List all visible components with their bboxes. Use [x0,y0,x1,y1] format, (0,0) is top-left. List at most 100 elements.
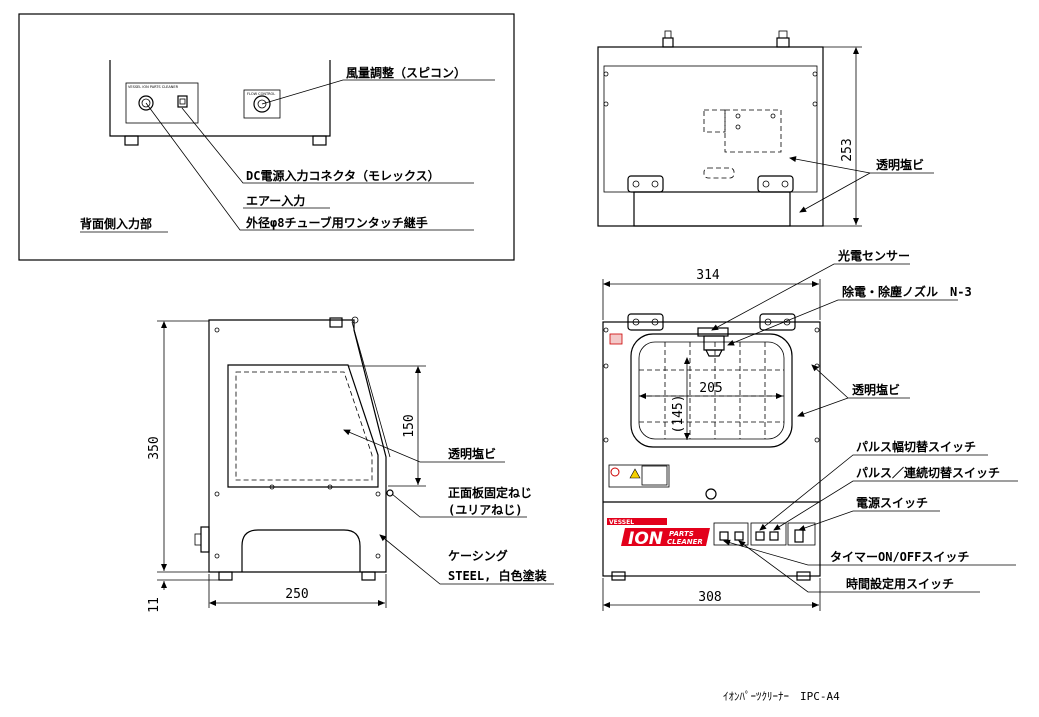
rear-foot-right [312,135,327,146]
side-screw-c [214,553,220,559]
side-pvc-edge [351,321,391,458]
top-hinge-left-screw-a [632,180,640,188]
top-fitting-right [776,37,790,48]
callout-pulse-continuous: パルス／連続切替スイッチ [856,465,1000,480]
front-hinge-left [627,313,664,331]
air-fitting-inner [141,98,151,108]
power-switch [794,529,804,543]
speed-control-plate [243,89,281,119]
side-screw-d [375,491,381,497]
side-rear-fitting [200,526,210,553]
callout-top-pvc: 透明塩ビ [876,157,924,172]
side-window [227,364,379,488]
callout-front-screw-line1: 正面板固定ねじ [448,485,532,500]
dim-253-text: 253 [840,138,855,161]
plate-label-text: VESSEL ION PARTS CLEANER [128,85,179,89]
caution-triangle-icon [629,468,641,479]
model-footer: ｲｵﾝﾊﾟｰﾂｸﾘｰﾅｰ IPC-A4 [723,690,840,703]
top-screw-d [603,71,609,77]
top-fitting-right-tip [778,30,788,39]
top-hidden-slot [703,167,735,179]
leader-photo-sensor [711,263,910,331]
leader-dc-connector [181,107,474,184]
side-top-fitting [329,317,343,328]
speed-control-knob [253,95,271,113]
rear-body-outline [109,60,331,137]
front-screw-d [814,363,820,369]
leader-top-pvc-b [799,172,871,213]
dim-308-text: 308 [698,590,721,605]
callout-air-input-line2: 外径φ8チューブ用ワンタッチ継手 [246,215,428,230]
callout-speed-control: 風量調整（スピコン） [346,65,466,80]
leader-nozzle [727,299,958,346]
dc-connector-pin [179,98,186,105]
side-hinge-a [269,484,275,490]
leader-casing [379,534,554,585]
top-pvc-panel [603,65,818,193]
callout-timer: タイマーON/OFFスイッチ [830,550,969,564]
dim-150-text: 150 [402,414,417,437]
dim-350-text: 350 [147,436,162,459]
side-foot-left [218,571,233,581]
top-hinge-right-screw-a [762,180,770,188]
time-setting-switch [734,531,744,541]
top-hinge-left [627,175,664,193]
brand-logo-text: ION [628,529,663,549]
front-panel-screw [705,488,717,500]
top-view: 253 透明塩ビ [597,30,934,227]
front-hinge-left-screw-a [632,318,640,326]
warning-icon-top [609,333,623,345]
side-window-inner [235,371,373,481]
callout-time-setting: 時間設定用スイッチ [846,576,954,591]
callout-air-input-line1: エアー入力 [246,193,305,208]
front-foot-right [796,571,811,581]
callout-side-pvc: 透明塩ビ [448,446,496,461]
dim-314-text: 314 [696,268,720,283]
callout-front-screw-line2: (ユリアねじ) [448,503,522,517]
leader-timer [723,539,1016,566]
rear-foot-left [124,135,139,146]
front-screw-e [603,437,609,443]
leader-time-setting [738,540,980,593]
power-switch-panel [787,522,816,546]
warning-label [608,464,670,488]
no-entry-icon [610,467,620,477]
front-screw-a [603,327,609,333]
top-screw-e [603,101,609,107]
rear-input-plate [125,82,199,124]
top-hinge-right [757,175,794,193]
side-screw-a [214,327,220,333]
pulse-width-switch [755,531,765,541]
callout-photo-sensor: 光電センサー [837,248,910,263]
front-hinge-left-screw-b [651,318,659,326]
leader-side-pvc [343,429,505,463]
air-fitting-outer [138,95,154,111]
leader-top-pvc-a [789,156,871,174]
leader-front-pvc-a [797,397,849,417]
dim-145-text: (145) [671,394,686,433]
side-screw-e [375,553,381,559]
top-screw-g [812,101,818,107]
side-bottom-cutout [241,529,361,572]
front-body-outline [602,321,821,577]
rear-view: VESSEL ION PARTS CLEANER FLOW CONTROL 風量… [18,13,515,261]
side-body-outline [208,319,387,573]
side-screw-b [214,491,220,497]
rear-view-frame [18,13,515,261]
leader-air-input [145,102,474,231]
product-line2-text: CLEANER [667,538,703,546]
dc-connector-body [177,95,188,108]
rear-view-title: 背面側入力部 [80,216,152,231]
front-foot-left [611,571,626,581]
leader-front-screw [391,493,527,518]
callout-casing-line1: ケーシング [448,548,508,563]
nozzle-block [703,335,725,351]
front-screw-c [603,363,609,369]
top-body-outline [597,46,824,227]
callout-front-pvc: 透明塩ビ [852,382,900,397]
timer-switch-panel [713,522,749,546]
side-top-nut [351,316,359,324]
leader-speed-control [261,79,495,105]
dim-250-text: 250 [285,587,308,602]
